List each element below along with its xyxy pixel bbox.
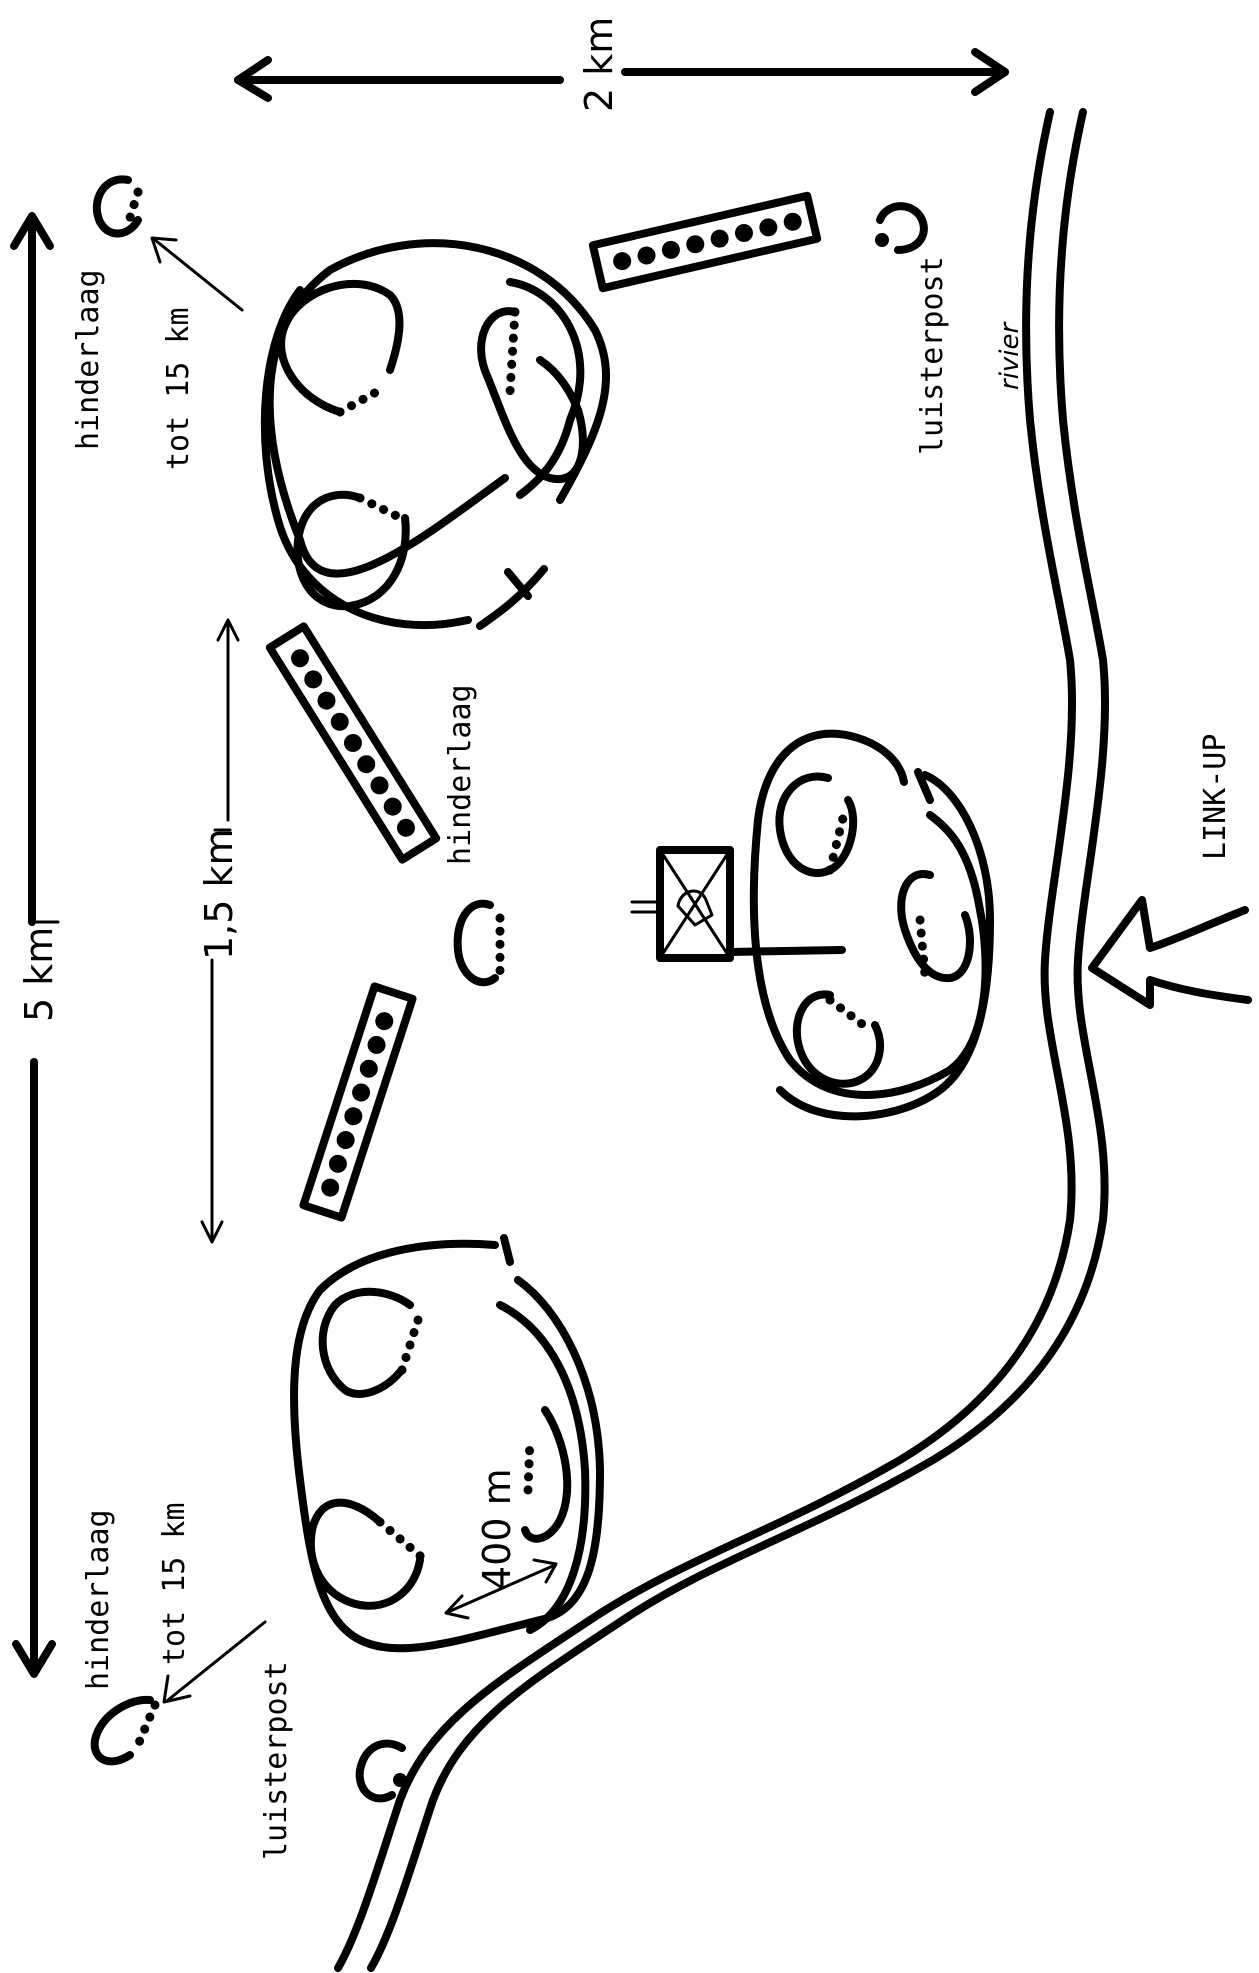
arrowhead	[10, 212, 54, 250]
position-oval	[306, 1498, 424, 1610]
obstacle-strip-marks	[291, 649, 415, 837]
position-oval	[477, 307, 587, 484]
position-oval	[897, 870, 974, 983]
perimeter-bottom: 400 m	[290, 1234, 604, 1653]
command-post-symbol	[630, 846, 846, 962]
position-oval	[792, 990, 884, 1088]
position-dots	[375, 1517, 430, 1565]
river-label: rivier	[995, 320, 1025, 390]
perimeter-gap-segment	[476, 565, 548, 630]
obstacle-strip-marks	[321, 1012, 394, 1197]
ambush-position-top	[92, 175, 143, 238]
ambush-label-top: hinderlaag	[71, 269, 106, 450]
position-dots	[505, 307, 520, 397]
obstacle-strip-marks	[613, 212, 802, 271]
arrowhead	[234, 56, 272, 102]
perimeter-line	[496, 1301, 590, 1634]
position-dots	[825, 805, 850, 875]
perimeter-middle	[630, 729, 994, 1121]
position-oval	[775, 772, 858, 878]
arrow-to-ambush-top	[150, 236, 244, 312]
arrowhead	[532, 1558, 558, 1584]
obstacle-strip-top	[588, 191, 822, 293]
position-dots	[355, 493, 410, 525]
position-oval	[521, 1406, 572, 1543]
linkup-arrow: LINK-UP	[1088, 734, 1252, 1009]
dimension-label-2km: 2 km	[577, 17, 621, 112]
ambush-label-bottom: hinderlaag	[81, 1509, 116, 1690]
range-label-bottom: tot 15 km	[157, 1502, 192, 1665]
position-dots	[523, 1435, 535, 1495]
position-dots	[825, 995, 875, 1035]
arrow-to-ambush-bottom	[162, 1620, 267, 1704]
river: rivier	[334, 108, 1109, 1972]
perimeter-line	[290, 1239, 604, 1653]
perimeter-gate	[504, 568, 532, 600]
perimeter-gate	[914, 768, 934, 804]
position-oval	[293, 490, 410, 611]
perimeter-line	[749, 729, 990, 1099]
command-post-cross	[658, 848, 732, 960]
listening-post-bottom	[355, 1739, 407, 1803]
command-post-box	[656, 846, 734, 962]
dimension-label-5km: 5 km	[17, 927, 61, 1022]
dimension-1-5km: 1,5 km	[197, 618, 241, 1244]
perimeter-gate	[500, 1234, 514, 1266]
arrowhead	[12, 1640, 56, 1678]
range-label-top: tot 15 km	[161, 307, 196, 470]
arrowhead	[216, 618, 240, 642]
obstacle-strip-middle	[265, 622, 441, 864]
perimeter-top	[260, 239, 610, 630]
linkup-label: LINK-UP	[1198, 734, 1233, 860]
ambush-label-middle: hinderlaag	[443, 684, 478, 865]
obstacle-strip-lower	[299, 982, 417, 1222]
dimension-2km: 2 km	[234, 17, 1009, 112]
ambush-position-bottom	[90, 1695, 160, 1766]
listening-post-label-top: luisterpost	[915, 256, 950, 455]
perimeter-line	[260, 286, 472, 630]
dimension-5km: 5 km	[10, 212, 61, 1678]
perimeter-line	[776, 771, 994, 1121]
dimension-400m-line	[446, 1563, 557, 1614]
perimeter-line	[265, 239, 610, 578]
position-oval	[318, 1287, 414, 1398]
ambush-position-middle	[453, 899, 505, 987]
command-post-staff	[726, 946, 846, 956]
position-oval	[277, 279, 404, 416]
dimension-label-400m: 400 m	[475, 1468, 519, 1590]
position-dots	[915, 915, 930, 980]
command-post-emblem	[676, 889, 714, 927]
arrowhead	[971, 48, 1009, 96]
position-dots	[397, 1315, 423, 1375]
listening-post-label-bottom: luisterpost	[259, 1661, 294, 1860]
listening-post-top	[875, 202, 928, 254]
arrowhead	[200, 1220, 224, 1244]
dimension-label-1-5km: 1,5 km	[197, 828, 241, 960]
position-dots	[335, 385, 385, 417]
arrowhead	[444, 1594, 470, 1620]
